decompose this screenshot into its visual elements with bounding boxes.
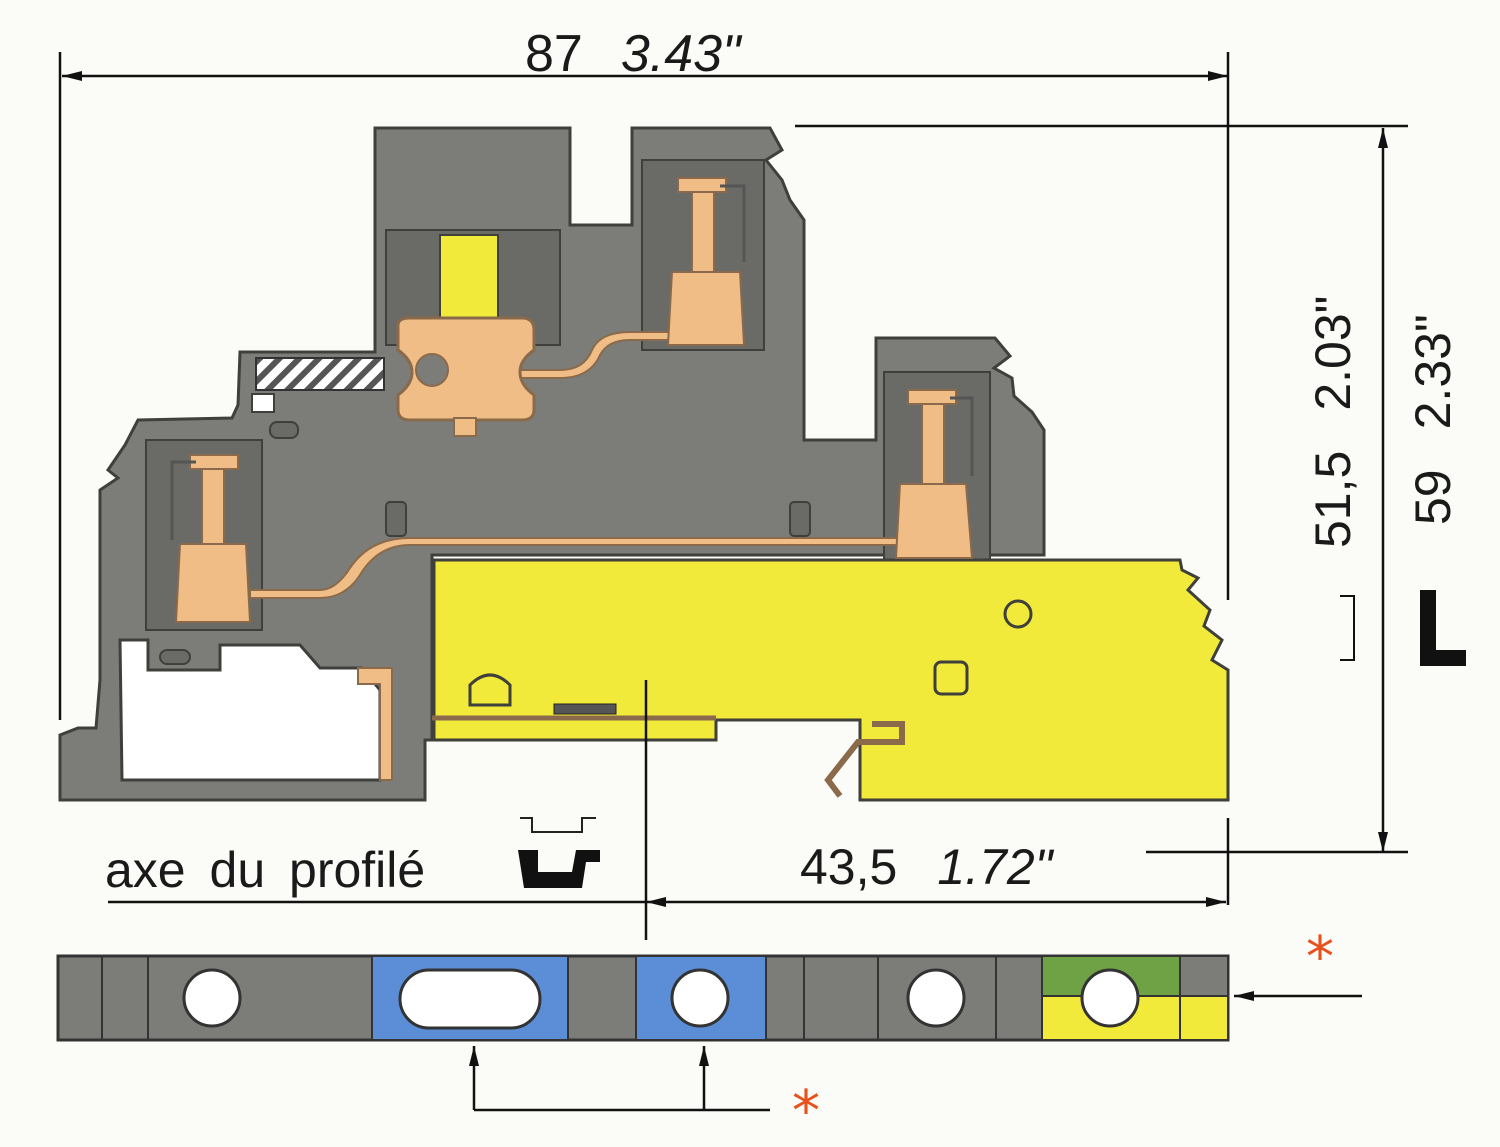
din-rail-icon xyxy=(1420,590,1466,666)
rail-offset-mm: 43,5 xyxy=(800,839,898,895)
screw-hole-3 xyxy=(906,968,966,1028)
screw-hole-2 xyxy=(670,968,730,1028)
height-small-in: 2.03" xyxy=(1305,295,1361,411)
dimension-lines xyxy=(58,52,1408,940)
bracket-small xyxy=(1340,595,1355,661)
overall-width-label: 87 3.43" xyxy=(525,28,741,80)
earth-foot-body xyxy=(432,558,1230,802)
overall-width-mm: 87 xyxy=(525,25,583,83)
marker-star-right: * xyxy=(1306,925,1334,990)
hatched-bar xyxy=(255,357,385,391)
rail-contact-strip xyxy=(553,703,617,715)
strip-arrows xyxy=(469,991,1362,1112)
center-spool xyxy=(396,316,536,422)
screw-hole-1 xyxy=(182,968,242,1028)
clamp-right-lower xyxy=(894,389,974,559)
earth-foot xyxy=(432,558,1230,802)
spool-hole xyxy=(415,353,449,387)
height-large-mm: 59 xyxy=(1405,469,1461,525)
earth-arch xyxy=(468,673,512,707)
latch-copper xyxy=(357,667,393,781)
height-large-label: 59 2.33" xyxy=(1405,314,1461,525)
top-view-strip xyxy=(56,954,1230,1042)
marker-star-bottom: * xyxy=(792,1079,820,1144)
axis-label: axe du profilé xyxy=(105,842,426,898)
spool-pin xyxy=(453,417,477,437)
latch-opening xyxy=(251,393,275,413)
overall-width-in: 3.43" xyxy=(620,25,741,83)
height-small-mm: 51,5 xyxy=(1305,450,1361,548)
rail-clip xyxy=(824,721,905,798)
screw-hole-oval xyxy=(398,968,542,1030)
din-rail-icon-solid xyxy=(518,850,600,888)
screw-hole-4 xyxy=(1080,968,1140,1028)
copper-conductors xyxy=(170,177,974,781)
earth-square xyxy=(933,660,969,696)
rail-offset-in: 1.72" xyxy=(937,839,1053,895)
clamp-right-upper xyxy=(666,177,746,346)
lower-left-opening xyxy=(118,638,382,782)
slot-small-1 xyxy=(269,421,299,439)
height-small-label: 51,5 2.03" xyxy=(1305,295,1361,548)
earth-hole-small xyxy=(1003,599,1033,629)
height-large-in: 2.33" xyxy=(1405,314,1461,430)
housing-body xyxy=(58,126,1046,802)
clamp-left xyxy=(170,454,252,623)
rail-offset-label: 43,5 1.72" xyxy=(800,842,1052,892)
slot-small-2 xyxy=(159,649,191,665)
slot-right-top xyxy=(789,501,811,537)
din-rail-icon-outline xyxy=(520,817,596,833)
slot-left-top xyxy=(385,501,407,537)
yellow-corner xyxy=(1179,955,1229,997)
yellow-insert xyxy=(439,234,499,326)
